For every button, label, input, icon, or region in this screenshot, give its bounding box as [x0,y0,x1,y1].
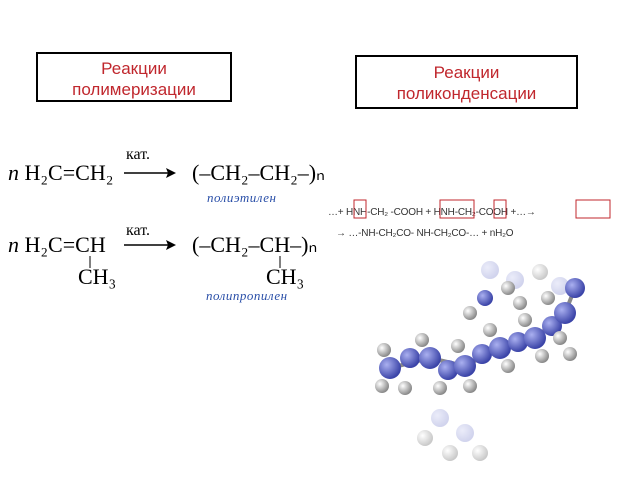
polymerization-box: Реакции полимеризации [36,52,232,102]
condensation-brackets [353,199,611,219]
polycondensation-box: Реакции поликонденсации [355,55,578,109]
reaction2-reactant: n H₂C=CH [8,232,106,258]
polymerization-title-line1: Реакции [101,59,167,78]
condensation-line2: → …-NH-CH₂CO- NH-CH₂CO-… + nH₂O [336,228,514,239]
reaction1-n: n [8,160,19,185]
reaction2-product-substituent: CH₃ [266,264,305,289]
reaction2-arrow [124,240,176,250]
reaction1-product: (–CH₂–CH₂–)ₙ [192,160,325,185]
polycondensation-title-line2: поликонденсации [396,84,537,103]
polymer-molecule-model [375,261,585,461]
reaction2-name: полипропилен [206,288,288,303]
reaction2-product: (–CH₂–CH–)ₙ [192,232,318,257]
reaction2-bond [89,256,91,268]
reaction1-name: полиэтилен [207,190,277,205]
reaction2-substituent: CH₃ [78,264,117,289]
reaction2-n: n [8,232,19,257]
reaction2-product-bond [279,256,281,268]
polycondensation-title-line1: Реакции [433,63,500,82]
reaction1-catalyst: кат. [126,146,151,163]
condensation-line1: …+ HNH-CH₂ -COOH + HNH-CH₂-COOH +…→ [328,207,536,218]
polymerization-title-line2: полимеризации [72,80,196,99]
reaction2-catalyst: кат. [126,222,151,239]
reaction1-arrow [124,168,176,178]
reaction1-reactant: n H₂C=CH₂ [8,160,113,186]
reaction2-reactant-formula: H₂C=CH [24,232,106,257]
reaction1-reactant-formula: H₂C=CH₂ [24,160,114,185]
